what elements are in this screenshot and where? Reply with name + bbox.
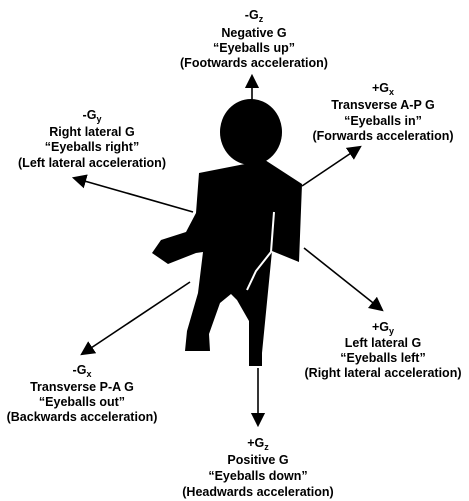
figure-body [152,160,302,366]
label-neg-gz: -Gz Negative G “Eyeballs up” (Footwards … [180,8,328,70]
label-neg-gy: -Gy Right lateral G “Eyeballs right” (Le… [18,108,166,170]
acceleration-neg-gy: (Left lateral acceleration) [18,156,166,170]
eyeballs-pos-gx: “Eyeballs in” [344,114,422,128]
label-neg-gx: -Gx Transverse P-A G “Eyeballs out” (Bac… [7,363,158,424]
designation-neg-gy: -Gy [83,108,102,124]
acceleration-pos-gy: (Right lateral acceleration) [305,366,462,380]
label-pos-gy: +Gy Left lateral G “Eyeballs left” (Righ… [305,320,462,380]
acceleration-neg-gx: (Backwards acceleration) [7,410,158,424]
name-neg-gy: Right lateral G [49,125,134,139]
designation-neg-gx: -Gx [73,363,92,379]
arrow-pos-gy [304,248,382,310]
arrow-pos-gx [302,147,360,186]
eyeballs-neg-gz: “Eyeballs up” [213,41,295,55]
name-pos-gz: Positive G [227,453,288,467]
human-figure-icon [152,99,302,366]
arrow-neg-gx [82,282,190,354]
eyeballs-pos-gy: “Eyeballs left” [340,351,425,365]
designation-pos-gy: +Gy [372,320,394,336]
label-pos-gz: +Gz Positive G “Eyeballs down” (Headward… [182,436,333,499]
name-neg-gx: Transverse P-A G [30,380,134,394]
eyeballs-neg-gy: “Eyeballs right” [45,140,139,154]
name-pos-gx: Transverse A-P G [331,98,435,112]
eyeballs-neg-gx: “Eyeballs out” [39,395,125,409]
arrow-neg-gy [74,178,193,212]
designation-neg-gz: -Gz [245,8,264,24]
label-pos-gx: +Gx Transverse A-P G “Eyeballs in” (Forw… [312,81,453,143]
acceleration-neg-gz: (Footwards acceleration) [180,56,328,70]
figure-head [220,99,282,165]
acceleration-pos-gz: (Headwards acceleration) [182,485,333,499]
designation-pos-gx: +Gx [372,81,394,97]
designation-pos-gz: +Gz [247,436,269,452]
name-neg-gz: Negative G [221,26,286,40]
acceleration-pos-gx: (Forwards acceleration) [312,129,453,143]
eyeballs-pos-gz: “Eyeballs down” [208,469,307,483]
name-pos-gy: Left lateral G [345,336,421,350]
